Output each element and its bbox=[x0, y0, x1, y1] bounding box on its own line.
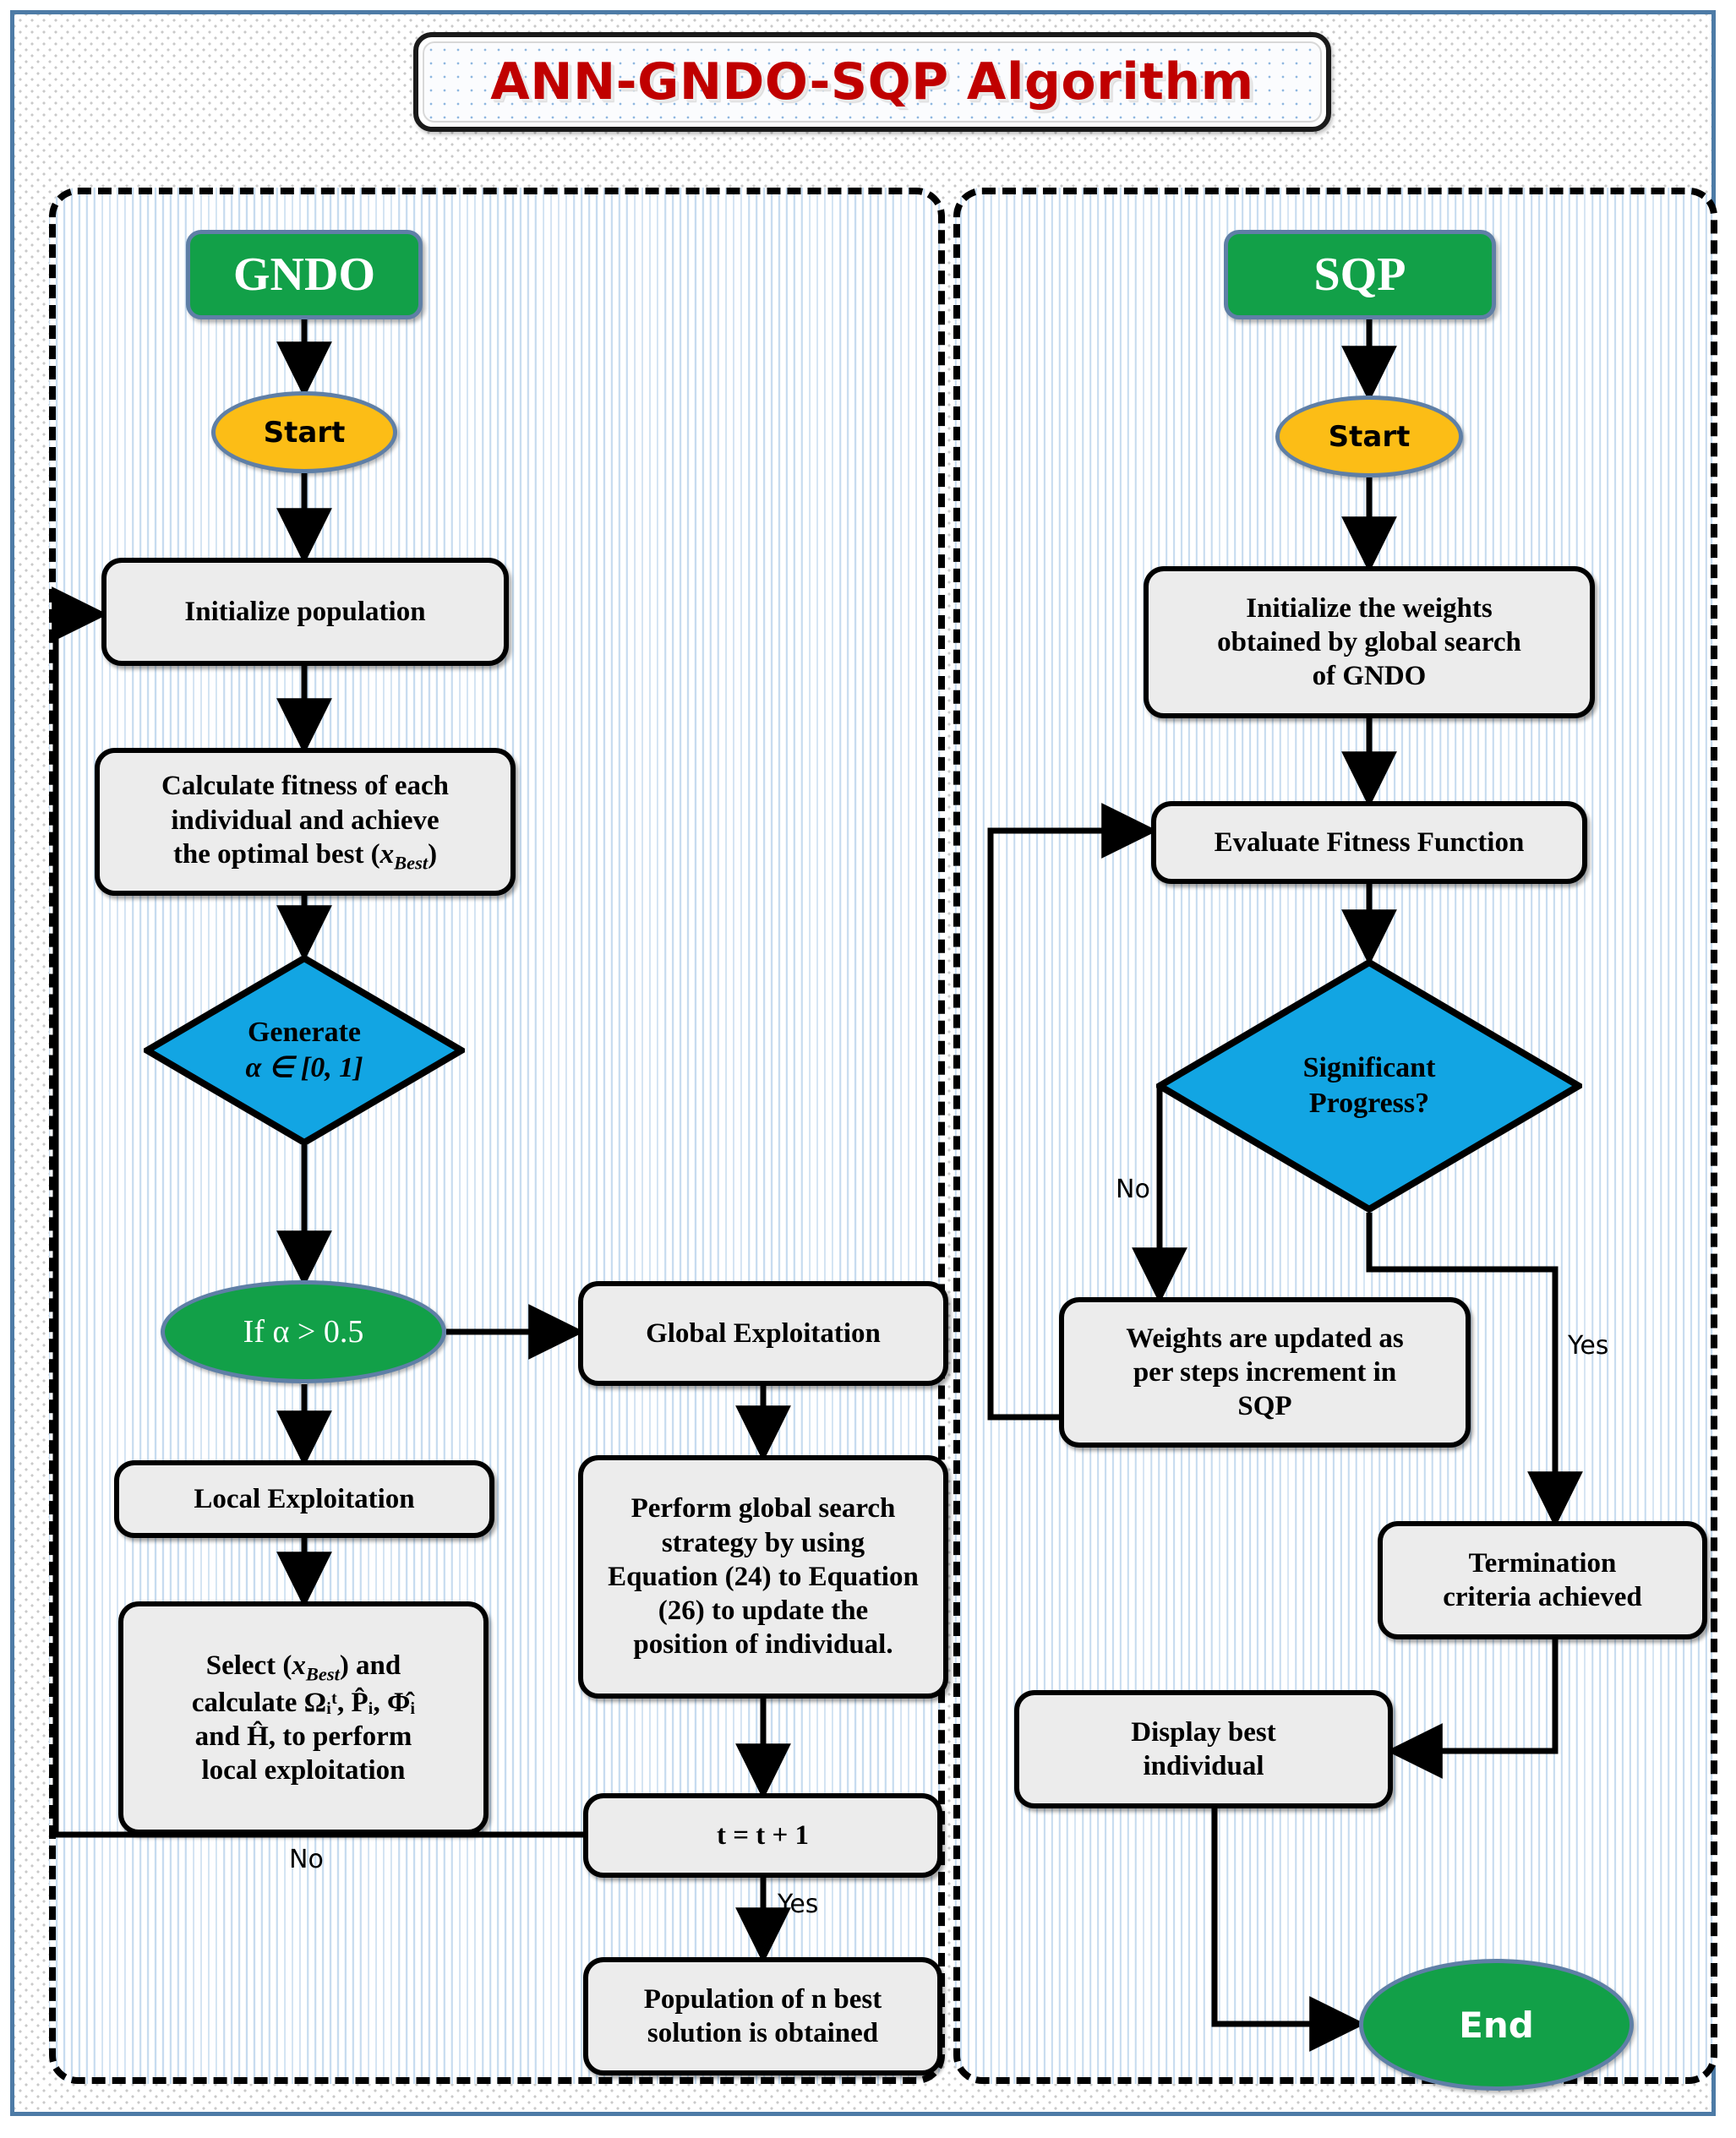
t-increment-node: t = t + 1 bbox=[583, 1793, 942, 1878]
local-exploitation-node: Local Exploitation bbox=[114, 1460, 494, 1538]
if-alpha-node: If α > 0.5 bbox=[161, 1280, 446, 1383]
evaluate-fitness-node: Evaluate Fitness Function bbox=[1151, 801, 1587, 884]
calculate-fitness-node: Calculate fitness of each individual and… bbox=[95, 748, 516, 896]
select-xbest-pre: Select ( bbox=[205, 1650, 292, 1681]
weights-updated-line2: per steps increment in bbox=[1133, 1356, 1397, 1388]
select-xbest-sub: Best bbox=[305, 1663, 340, 1685]
init-weights-line2: obtained by global search bbox=[1217, 626, 1521, 657]
select-xbest-line2: calculate Ωᵢᵗ, P̂ᵢ, Φ̂ᵢ bbox=[191, 1687, 416, 1718]
init-weights-line1: Initialize the weights bbox=[1246, 592, 1493, 624]
select-xbest-line3: and Ĥ, to perform bbox=[194, 1721, 412, 1752]
calculate-fitness-line3-pre: the optimal best ( bbox=[172, 838, 380, 870]
sqp-start-node: Start bbox=[1275, 395, 1463, 477]
page-title: ANN-GNDO-SQP Algorithm bbox=[490, 52, 1254, 112]
gndo-start-node: Start bbox=[211, 391, 397, 473]
initialize-weights-node: Initialize the weights obtained by globa… bbox=[1144, 566, 1595, 718]
sqp-progress-no-label: No bbox=[1116, 1175, 1150, 1204]
population-best-node: Population of n best solution is obtaine… bbox=[583, 1957, 942, 2075]
weights-updated-line1: Weights are updated as bbox=[1126, 1323, 1404, 1354]
select-xbest-x: x bbox=[292, 1650, 306, 1681]
select-xbest-line4: local exploitation bbox=[201, 1755, 406, 1786]
xbest-subscript: Best bbox=[394, 852, 429, 874]
perform-global-line5: position of individual. bbox=[633, 1629, 893, 1661]
perform-global-search-node: Perform global search strategy by using … bbox=[578, 1455, 948, 1699]
weights-updated-node: Weights are updated as per steps increme… bbox=[1059, 1297, 1471, 1448]
population-best-line1: Population of n best bbox=[643, 1983, 882, 2015]
sqp-header: SQP bbox=[1224, 230, 1496, 319]
gndo-header: GNDO bbox=[186, 230, 423, 319]
termination-criteria-node: Termination criteria achieved bbox=[1378, 1521, 1707, 1639]
generate-alpha-decision: Generate α ∈ [0, 1] bbox=[144, 955, 465, 1146]
calculate-fitness-line1: Calculate fitness of each bbox=[161, 771, 450, 802]
gndo-loop-no-label: No bbox=[289, 1845, 324, 1874]
global-exploitation-node: Global Exploitation bbox=[578, 1281, 948, 1386]
perform-global-line3: Equation (24) to Equation bbox=[608, 1561, 919, 1592]
title-plaque: ANN-GNDO-SQP Algorithm bbox=[413, 32, 1331, 132]
perform-global-line2: strategy by using bbox=[661, 1527, 865, 1558]
display-best-line1: Display best bbox=[1131, 1716, 1276, 1748]
calculate-fitness-line3-post: ) bbox=[428, 838, 438, 870]
perform-global-line1: Perform global search bbox=[631, 1493, 896, 1524]
termination-line1: Termination bbox=[1468, 1547, 1617, 1579]
select-xbest-node: Select (xBest) and calculate Ωᵢᵗ, P̂ᵢ, Φ… bbox=[118, 1601, 489, 1835]
perform-global-line4: (26) to update the bbox=[658, 1595, 869, 1627]
significant-progress-decision: Significant Progress? bbox=[1156, 959, 1582, 1213]
gndo-t-yes-label: Yes bbox=[778, 1890, 819, 1919]
initialize-population-node: Initialize population bbox=[101, 558, 509, 666]
calculate-fitness-line2: individual and achieve bbox=[171, 804, 439, 836]
termination-line2: criteria achieved bbox=[1443, 1582, 1642, 1612]
display-best-line2: individual bbox=[1143, 1751, 1264, 1781]
population-best-line2: solution is obtained bbox=[647, 2018, 879, 2048]
init-weights-line3: of GNDO bbox=[1312, 661, 1427, 692]
weights-updated-line3: SQP bbox=[1237, 1391, 1292, 1422]
select-xbest-post: ) and bbox=[339, 1650, 401, 1681]
sqp-progress-yes-label: Yes bbox=[1568, 1331, 1609, 1361]
xbest-symbol: x bbox=[379, 838, 395, 870]
display-best-individual-node: Display best individual bbox=[1014, 1690, 1393, 1808]
sqp-end-node: End bbox=[1359, 1959, 1634, 2091]
